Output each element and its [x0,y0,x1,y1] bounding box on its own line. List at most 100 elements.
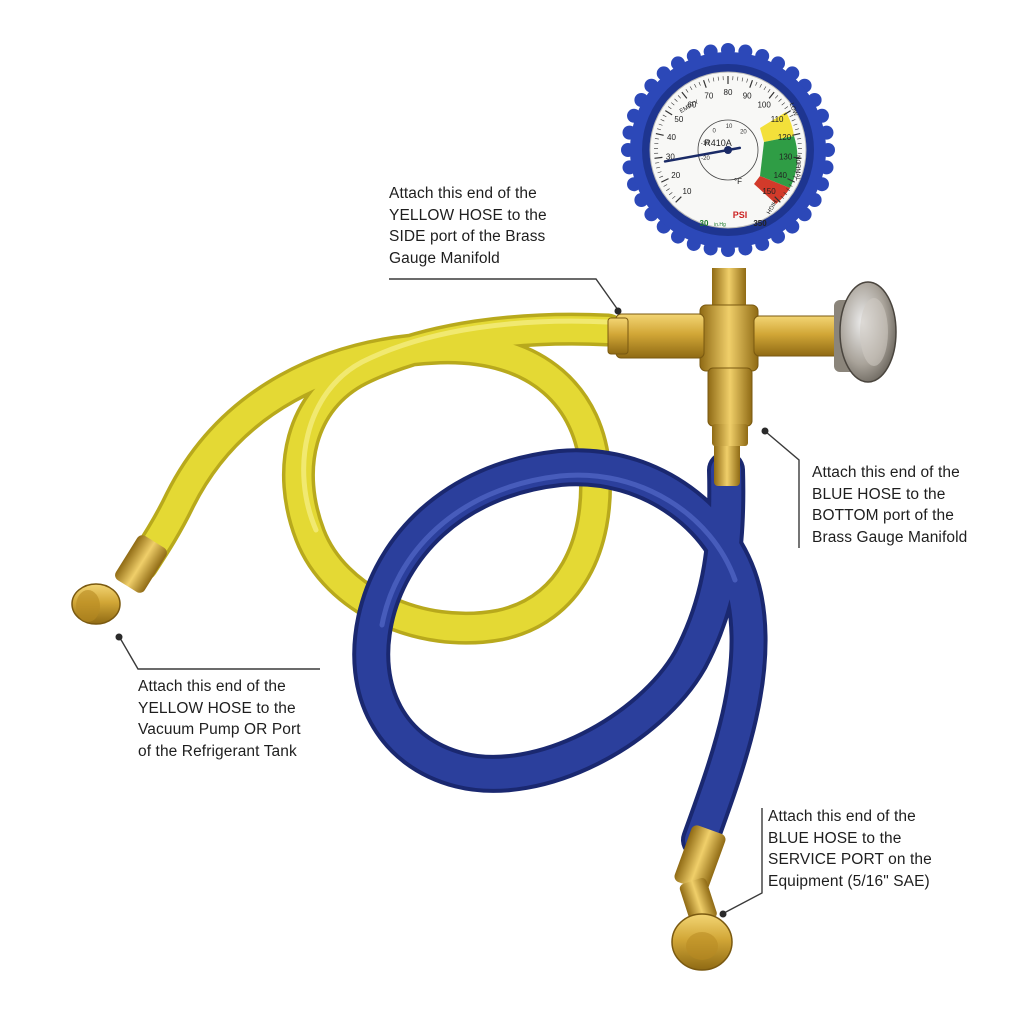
gauge-tick [781,102,785,106]
gauge-tick [796,162,801,164]
callout-line: Attach this end of the [138,678,286,695]
gauge-tick [767,89,771,93]
gauge-tick [667,106,672,110]
gauge-tick [661,178,669,183]
blue-hose-end-fitting [671,825,733,971]
gauge-tick [681,91,688,99]
gauge-tick [657,171,662,174]
gauge-inner-tick-label: -20 [701,156,710,162]
callout-line: YELLOW HOSE to the [389,206,547,224]
gauge-tick [768,91,775,99]
gauge-tick [655,162,660,164]
callout-yellow-side-port: Attach this end of the YELLOW HOSE to th… [389,183,547,269]
gauge-tick [780,195,784,199]
gauge-tick [655,132,664,136]
gauge-tick [672,195,676,199]
gauge-outer-tick-label: 20 [671,171,680,180]
gauge-outer-tick-label: 120 [778,133,792,142]
callout-line: BLUE HOSE to the [812,485,946,503]
gauge-tick [674,98,678,102]
gauge-tick [662,114,667,118]
gauge-tick [794,171,799,174]
gauge-outer-tick-label: 40 [667,133,676,142]
gauge-tick [657,128,662,131]
gauge-tick [783,110,791,116]
gauge-tick [665,110,673,116]
gauge-tick [793,156,802,159]
gauge-tick [694,83,697,88]
leader-yellow-side [389,278,622,315]
gauge-zone-label: LOW [788,102,798,117]
gauge-tick [749,79,754,88]
gauge-tick [698,81,701,86]
callout-line: Gauge Manifold [389,249,500,267]
gauge-inner-tick-label: 10 [726,124,733,130]
gauge-tick [746,78,748,83]
brass-manifold [607,268,897,446]
gauge-zone-label: NORMAL [794,155,800,181]
gauge-inner-tick-label: 0 [713,128,717,134]
gauge-tick [774,196,781,203]
gauge-outer-tick-label: 80 [724,88,733,97]
gauge-outer-tick-label: 150 [762,187,776,196]
gauge-tick [784,106,789,110]
gauge-tick [654,138,659,140]
gauge-tick [786,188,790,192]
gauge-outer-tick-label: 70 [704,91,713,100]
callout-blue-service-port: Attach this end of the BLUE HOSE to the … [768,806,932,892]
callout-line: Attach this end of the [768,808,916,825]
gauge-outer-tick-label: 30 [666,152,675,161]
callout-line: Vacuum Pump OR Port [138,721,301,738]
gauge-tick [656,166,661,169]
gauge-outer-tick-label: 100 [757,101,771,110]
gauge-tick [759,83,762,88]
gauge-tick [741,77,744,82]
gauge-tick [783,192,788,196]
gauge-tick [675,196,682,203]
gauge-zone-normal [760,136,798,188]
gauge-tick [671,102,675,106]
gauge-tick [792,175,797,178]
gauge-tick [668,192,673,196]
leader-yellow-vacuum [115,633,320,670]
gauge-zone-low [760,112,794,142]
gauge-vacuum-unit: in.Hg [714,222,726,228]
callout-line: SERVICE PORT on the [768,851,932,868]
callout-blue-bottom-port: Attach this end of the BLUE HOSE to the … [812,462,967,548]
callout-line: Brass Gauge Manifold [812,528,968,546]
gauge-refrigerant-label: R410A [704,138,732,148]
gauge-tick [792,132,801,136]
callout-line: Equipment (5/16" SAE) [768,872,930,890]
gauge-tick [797,138,802,140]
gauge-tick [666,188,670,192]
callout-yellow-vacuum-pump: Attach this end of the YELLOW HOSE to th… [138,676,301,762]
yellow-hose-end-fitting [71,535,167,625]
gauge-tick [712,77,715,82]
valve-knob [834,281,897,383]
gauge-inner-tick-label: 20 [740,130,747,136]
gauge-vacuum-label: 30 [700,219,709,228]
gauge-max-label: 350 [753,219,767,228]
gauge-tick [793,123,798,126]
gauge-tick [788,184,793,187]
gauge-tick [660,119,665,122]
gauge-tick [663,184,668,187]
gauge-outer-tick-label: 130 [779,152,793,161]
callout-line: Attach this end of the [389,185,537,202]
gauge-unit-label: PSI [733,210,748,220]
gauge-tick [737,76,739,81]
gauge-degree-label: °F [734,177,742,186]
gauge-tick [791,119,796,122]
gauge-tick [685,89,689,93]
gauge-tick [708,78,710,83]
callout-line: of the Refrigerant Tank [138,742,297,760]
gauge-tick [794,128,799,131]
yellow-hose [71,312,625,645]
gauge-tick [677,95,681,99]
callout-line: Attach this end of the [812,464,960,481]
gauge-inner-tick-label: -10 [701,141,710,147]
gauge-tick [775,95,779,99]
gauge-outer-tick-label: 90 [743,91,752,100]
